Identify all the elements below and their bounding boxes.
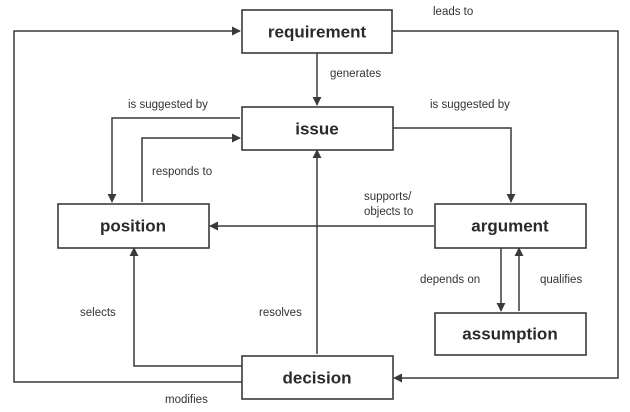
node-requirement: requirement	[241, 9, 393, 54]
label-responds-to: responds to	[152, 166, 212, 178]
edge-decision-leads-to-requirement	[392, 30, 619, 383]
edge-decision-modifies-requirement	[13, 26, 242, 383]
edge-issue-suggested-by-position	[107, 117, 240, 203]
node-argument: argument	[434, 203, 587, 249]
label-resolves: resolves	[259, 307, 302, 319]
label-qualifies: qualifies	[540, 274, 582, 286]
label-generates: generates	[330, 68, 381, 80]
label-objects-to: objects to	[364, 206, 413, 218]
label-leads-to: leads to	[433, 6, 473, 18]
label-is-suggested-by-left: is suggested by	[128, 99, 208, 111]
node-position-label: position	[100, 217, 166, 236]
node-requirement-label: requirement	[268, 23, 367, 42]
node-argument-label: argument	[471, 217, 549, 236]
edge-issue-suggested-by-argument	[393, 127, 516, 203]
node-decision-label: decision	[283, 369, 352, 388]
label-depends-on: depends on	[420, 274, 480, 286]
node-issue-label: issue	[295, 120, 338, 139]
node-assumption: assumption	[434, 312, 587, 356]
edge-decision-selects-position	[129, 247, 242, 367]
label-supports: supports/	[364, 191, 412, 203]
node-position: position	[57, 203, 210, 249]
label-is-suggested-by-right: is suggested by	[430, 99, 510, 111]
node-assumption-label: assumption	[462, 325, 557, 344]
node-issue: issue	[241, 106, 394, 151]
node-decision: decision	[241, 355, 394, 400]
label-selects: selects	[80, 307, 116, 319]
label-modifies: modifies	[165, 394, 208, 406]
edge-position-responds-to-issue	[141, 133, 241, 202]
